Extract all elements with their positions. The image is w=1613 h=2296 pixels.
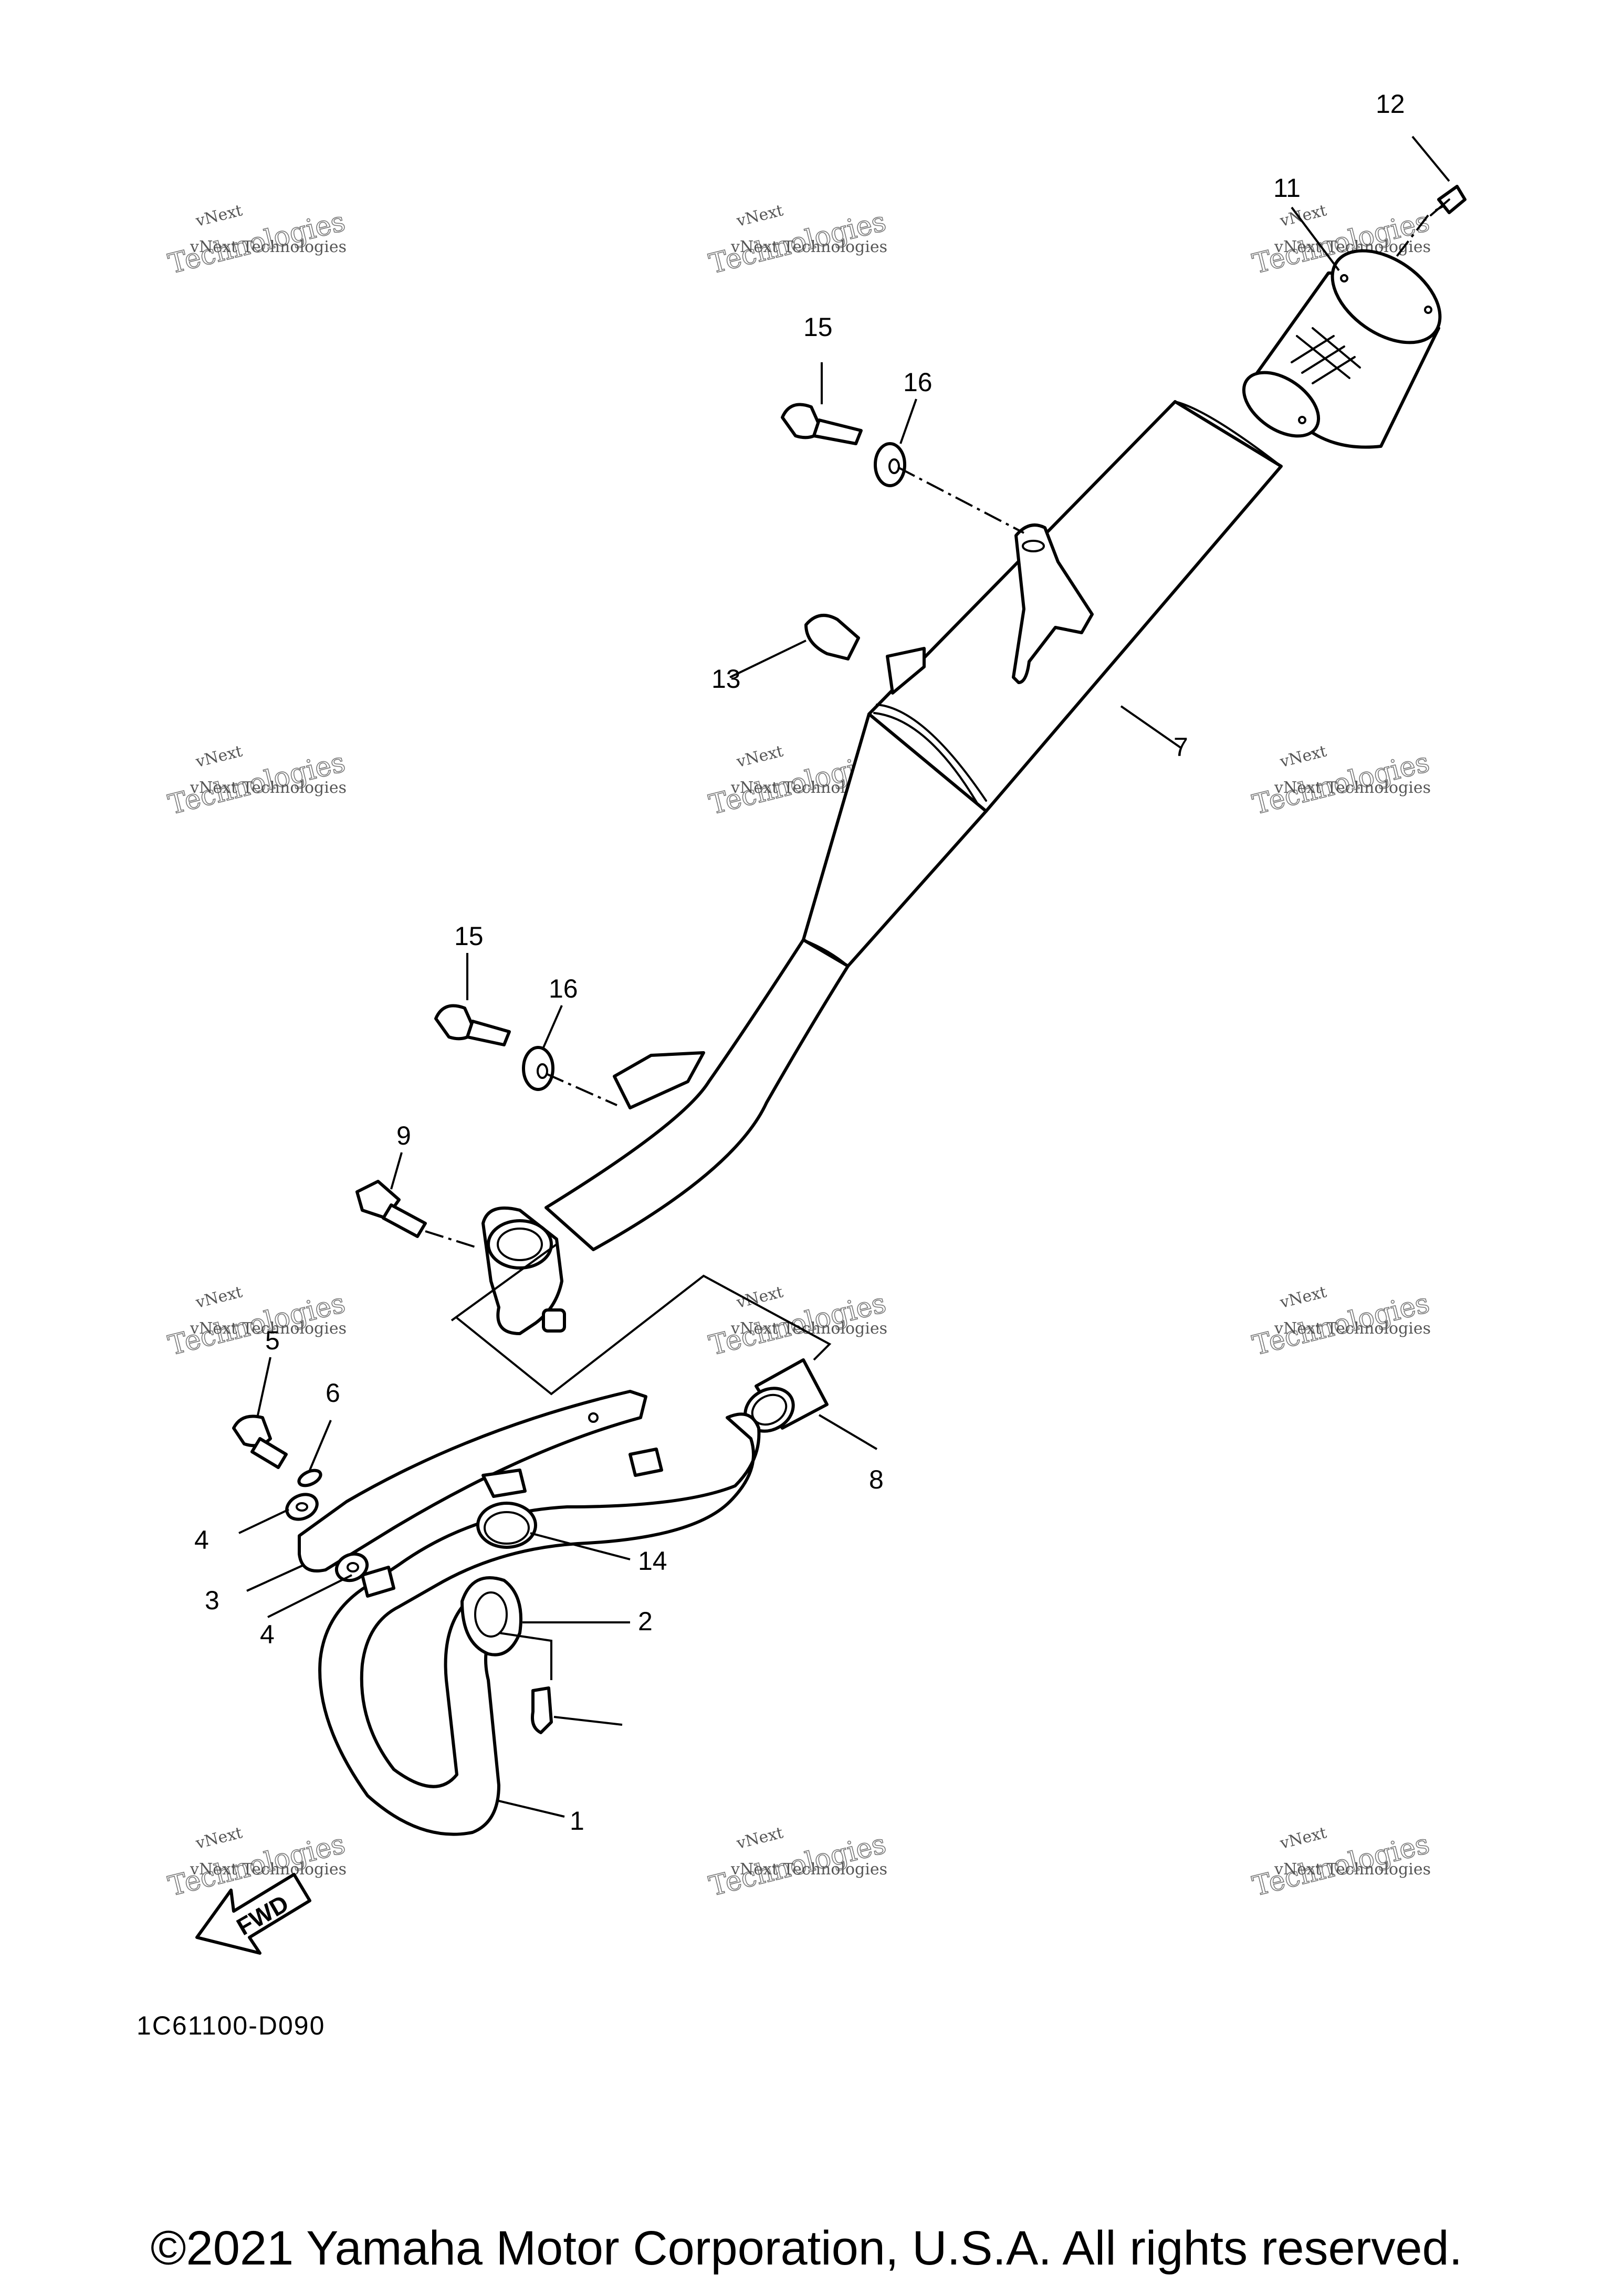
callout-12: 13 <box>711 664 741 694</box>
callout-8: 8 <box>869 1465 884 1494</box>
svg-text:vNext Technologies: vNext Technologies <box>1274 1319 1431 1338</box>
callout-15-lower: 15 <box>454 921 484 951</box>
part-protector[interactable] <box>298 1390 647 1572</box>
part-bolt-5[interactable] <box>232 1414 288 1469</box>
part-gasket-2[interactable] <box>460 1576 522 1657</box>
part-bolt-15-lower[interactable] <box>434 1004 511 1046</box>
callout-16-upper: 16 <box>903 368 933 397</box>
callout-4-lower: 4 <box>260 1620 275 1649</box>
diagram-code: 1C61100-D090 <box>137 2011 325 2040</box>
svg-text:vNext Technologies: vNext Technologies <box>190 779 347 797</box>
callout-4-upper: 4 <box>194 1525 209 1555</box>
callout-5: 5 <box>265 1326 280 1355</box>
watermark: Technologies vNext vNext Technologies <box>1249 1823 1433 1903</box>
leader-lines <box>238 135 1450 1818</box>
part-gasket-13[interactable] <box>476 1502 537 1549</box>
part-washer-16-upper[interactable] <box>874 442 906 487</box>
callout-15-upper: 15 <box>803 312 833 342</box>
svg-text:vNext: vNext <box>193 742 244 771</box>
part-bolt-15-upper[interactable] <box>781 403 863 445</box>
watermark: Technologies vNext vNext Technologies <box>1249 1283 1433 1362</box>
part-spark-arrester[interactable] <box>1232 232 1457 449</box>
svg-text:vNext Technologies: vNext Technologies <box>190 238 347 256</box>
part-damper-4-lower[interactable] <box>332 1549 372 1586</box>
callout-6: 6 <box>326 1378 340 1408</box>
watermark: Technologies vNext vNext Technologies <box>165 742 349 821</box>
callout-10: 11 <box>1273 173 1301 203</box>
watermark: Technologies vNext vNext Technologies <box>706 1823 889 1903</box>
svg-text:vNext: vNext <box>193 1823 244 1853</box>
callout-labels: 12 11 15 16 13 7 15 16 9 5 6 8 4 14 3 2 … <box>194 89 1405 1836</box>
callout-2: 2 <box>638 1607 653 1636</box>
svg-text:vNext: vNext <box>193 201 244 230</box>
callout-16-lower: 16 <box>549 974 578 1003</box>
svg-text:vNext: vNext <box>734 742 785 771</box>
svg-text:vNext Technologies: vNext Technologies <box>190 1319 347 1338</box>
svg-text:vNext Technologies: vNext Technologies <box>190 1860 347 1879</box>
svg-text:vNext: vNext <box>734 201 785 230</box>
svg-text:vNext Technologies: vNext Technologies <box>1274 779 1431 797</box>
svg-text:vNext Technologies: vNext Technologies <box>730 1319 887 1338</box>
part-bolt-14[interactable] <box>531 1686 553 1734</box>
svg-text:vNext: vNext <box>193 1283 244 1312</box>
svg-text:vNext: vNext <box>1277 1283 1328 1312</box>
svg-text:vNext Technologies: vNext Technologies <box>1274 1860 1431 1879</box>
callout-1: 1 <box>570 1806 584 1836</box>
part-damper-4-upper[interactable] <box>283 1490 321 1524</box>
callout-3: 3 <box>205 1586 219 1615</box>
svg-text:vNext Technologies: vNext Technologies <box>730 1860 887 1879</box>
part-muffler[interactable] <box>481 400 1283 1335</box>
svg-text:vNext: vNext <box>1277 1823 1328 1853</box>
svg-text:vNext: vNext <box>734 1823 785 1853</box>
callout-11: 12 <box>1376 89 1405 119</box>
part-bolt-11[interactable] <box>1430 185 1467 216</box>
callout-9: 9 <box>396 1121 411 1150</box>
svg-text:vNext: vNext <box>1277 742 1328 771</box>
callout-13: 14 <box>638 1546 667 1576</box>
part-exhaust-pipe[interactable] <box>318 1412 761 1836</box>
watermark: Technologies vNext vNext Technologies <box>706 201 889 280</box>
part-damper-12[interactable] <box>804 614 860 661</box>
watermark: Technologies vNext vNext Technologies <box>706 1283 889 1362</box>
watermark: Technologies vNext vNext Technologies <box>1249 742 1433 821</box>
part-bolt-9[interactable] <box>355 1180 427 1238</box>
callout-7: 7 <box>1174 732 1188 762</box>
watermark: Technologies vNext vNext Technologies <box>165 201 349 280</box>
copyright-notice: ©2021 Yamaha Motor Corporation, U.S.A. A… <box>150 2221 1463 2275</box>
part-washer-16-lower[interactable] <box>522 1046 554 1091</box>
svg-text:vNext: vNext <box>1277 201 1328 230</box>
part-washer-6[interactable] <box>297 1467 323 1488</box>
watermark: Technologies vNext vNext Technologies <box>165 1823 349 1903</box>
watermark: Technologies vNext vNext Technologies <box>165 1283 349 1362</box>
svg-text:vNext Technologies: vNext Technologies <box>730 238 887 256</box>
